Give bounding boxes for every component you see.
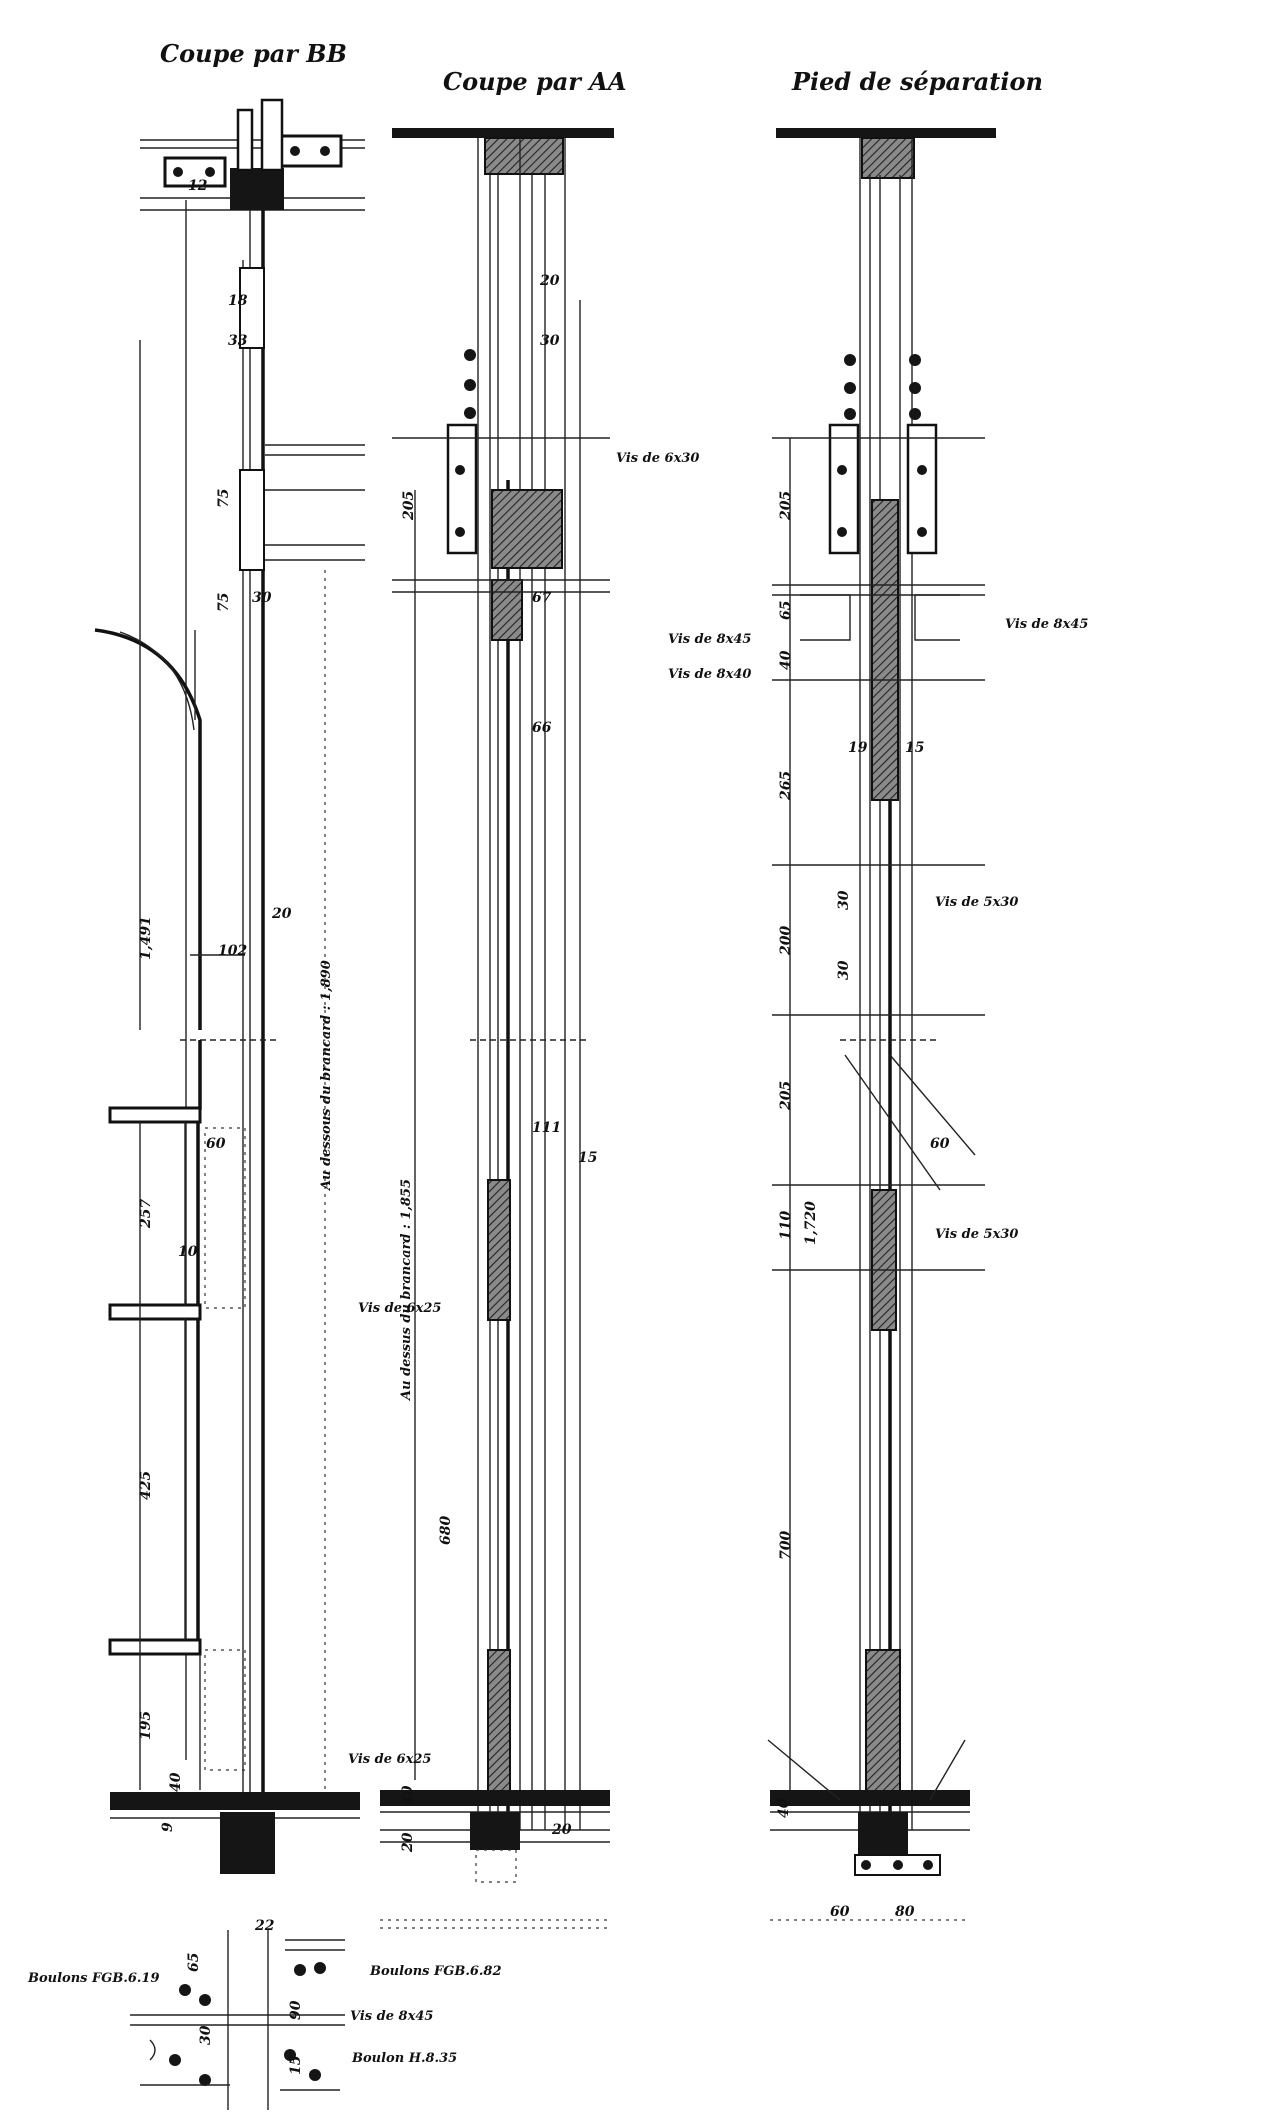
dim-bb-15: 33 [228,333,248,349]
dim-sep-5: 15 [905,740,924,756]
dim-aa-7: 20 [400,1832,416,1853]
dim-aa-1: 67 [532,590,552,606]
detail-boulon: Boulon H.8.35 [351,2051,457,2066]
dim-bb-16: 60 [206,1136,226,1152]
dim-sep-13: 700 [778,1531,794,1560]
dim-aa-0: 205 [401,491,417,521]
dim-aa-8: 40 [400,1785,416,1805]
dim-bb-4: 30 [252,590,272,606]
dim-sep-8: 30 [836,960,852,980]
bb-vertical-label: Au dessous du brancard : 1,890 [319,960,334,1192]
dim-bb-2: 20 [271,906,292,922]
dim-bb-3: 75 [216,489,232,508]
dim-sep-2: 40 [778,650,794,670]
sep-note-vis-mid1: Vis de 5x30 [935,895,1018,910]
dim-sep-3: 265 [778,771,794,801]
dim-bb-5: 75 [216,593,232,612]
detail-dim-3: 30 [198,2025,214,2045]
dim-sep-7: 30 [836,890,852,910]
sep-note-vis-mid2: Vis de 5x30 [935,1227,1018,1242]
dim-sep-12: 60 [930,1136,950,1152]
sep-note-vis-left2: Vis de 8x40 [668,667,751,682]
dim-bb-10: 195 [138,1711,154,1740]
dim-sep-10: 110 [778,1211,794,1240]
dim-sep-16: 40 [776,1798,792,1818]
dim-sep-9: 205 [778,1081,794,1111]
dim-sep-15: 80 [895,1904,915,1920]
dim-sep-11: 1,720 [803,1201,819,1245]
detail-dim-0: 65 [186,1953,202,1972]
dims-aa: 205 67 66 111 15 680 20 20 40 20 30 Vis … [348,273,699,1853]
aa-note-vis-bot: Vis de 6x25 [348,1752,431,1767]
sep-note-vis-left1: Vis de 8x45 [668,632,751,647]
dim-bb-7: 257 [138,1199,154,1229]
dim-sep-6: 200 [778,926,794,956]
bolt-detail: Boulons FGB.6.19 Boulons FGB.6.82 Vis de… [27,1918,502,2110]
dim-sep-14: 60 [830,1904,850,1920]
detail-dim-1: 22 [254,1918,275,1934]
dim-aa-6: 20 [539,273,560,289]
aa-note-vis-mid: Vis de 6x25 [358,1301,441,1316]
dim-bb-14: 18 [228,293,248,309]
detail-boulons-right: Boulons FGB.6.82 [369,1964,502,1979]
dim-sep-1: 65 [778,601,794,620]
dim-aa-4: 15 [578,1150,597,1166]
section-separation [767,128,996,1921]
aa-vertical-label: Au dessus du brancard : 1,855 [399,1179,414,1402]
dim-bb-11: 40 [168,1772,184,1792]
detail-vis: Vis de 8x45 [350,2009,433,2024]
dim-aa-10: 30 [540,333,560,349]
dim-aa-3: 111 [532,1120,561,1136]
title-coupe-aa: Coupe par AA [443,67,627,96]
aa-note-vis-top: Vis de 6x30 [616,451,699,466]
dims-bb: 1,491 102 20 75 30 75 257 10 425 195 40 … [138,178,334,1832]
dim-sep-4: 19 [848,740,868,756]
sep-note-vis-right: Vis de 8x45 [1005,617,1088,632]
dim-bb-13: 12 [188,178,208,194]
dim-bb-9: 425 [138,1471,154,1500]
dim-bb-0: 1,491 [138,916,154,960]
dim-bb-8: 10 [178,1244,198,1260]
section-bb [94,98,365,1874]
dim-aa-5: 680 [438,1516,454,1545]
dim-bb-12: 9 [160,1822,176,1832]
detail-boulons-left: Boulons FGB.6.19 [27,1971,160,1986]
title-coupe-bb: Coupe par BB [160,39,347,68]
detail-dim-2: 90 [288,2000,304,2020]
dims-separation: 205 65 40 265 19 15 200 30 30 205 110 1,… [668,491,1088,1920]
detail-dim-4: 15 [288,2056,304,2075]
section-aa [380,128,614,1929]
dim-bb-1: 102 [218,943,247,959]
title-pied-separation: Pied de séparation [791,67,1043,96]
dim-aa-9: 20 [551,1822,572,1838]
dim-aa-2: 66 [532,720,552,736]
dim-sep-0: 205 [778,491,794,521]
